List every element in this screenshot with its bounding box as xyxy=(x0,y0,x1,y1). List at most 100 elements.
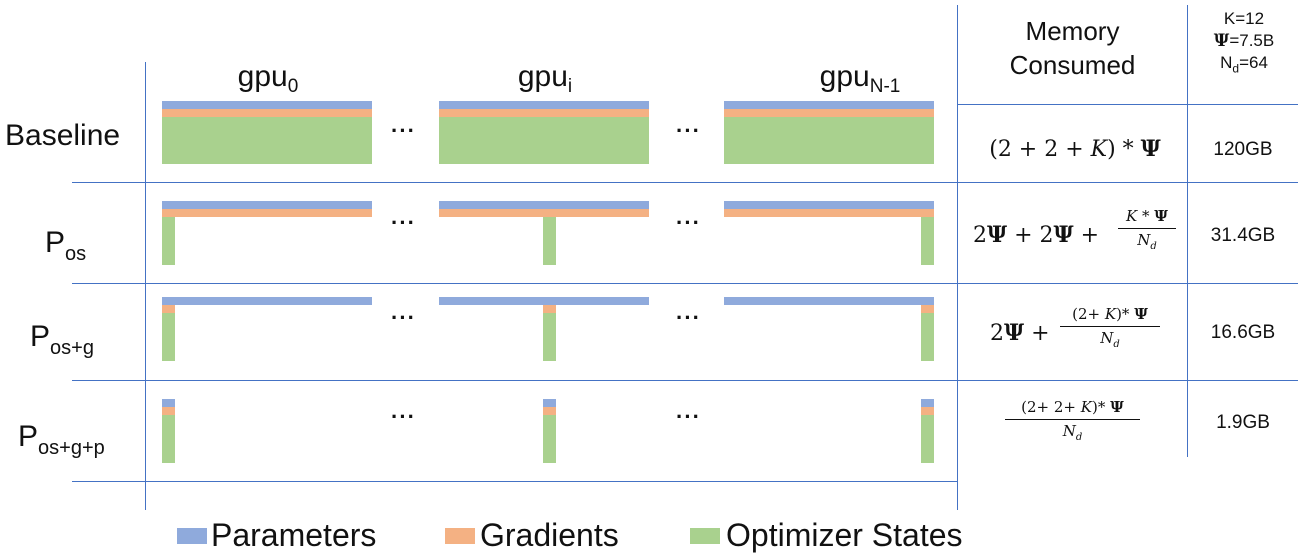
posg-gpun1-params xyxy=(724,297,934,305)
posg-gpui-optim xyxy=(543,313,556,361)
baseline-gpui-optim xyxy=(439,117,649,164)
gpu-label-n1-base: gpu xyxy=(819,60,870,93)
gpu-label-0: gpu0 xyxy=(218,60,318,97)
formula-posg-fraction-bar xyxy=(1060,326,1160,327)
row-label-posg-sub: os+g xyxy=(50,337,94,359)
ellipsis-baseline-1: ··· xyxy=(391,118,416,143)
gpu-label-n1: gpuN-1 xyxy=(790,60,930,97)
memory-consumed-header: Memory Consumed xyxy=(960,14,1185,82)
pos-gpui-optim xyxy=(543,217,556,265)
formula-posg-fraction: (2+ K)* Ψ Nd xyxy=(1060,305,1160,354)
left-divider xyxy=(145,62,146,510)
pos-gpu0-optim xyxy=(162,217,175,265)
param-psi-symbol: Ψ xyxy=(1213,31,1230,51)
baseline-gpui-params xyxy=(439,101,649,109)
baseline-gpu0-optim xyxy=(162,117,372,164)
legend-label-gradients: Gradients xyxy=(480,517,619,553)
total-posg: 16.6GB xyxy=(1210,322,1276,343)
row-divider-3 xyxy=(72,380,1298,381)
posg-gpui-params xyxy=(439,297,649,305)
posgp-gpui-optim xyxy=(543,415,556,463)
posgp-gpu0-params xyxy=(162,399,175,407)
posg-gpui-grads xyxy=(543,305,556,313)
legend-swatch-gradients xyxy=(445,528,475,544)
ellipsis-posg-1: ··· xyxy=(391,305,416,330)
formula-pos-prefix: 2Ψ + 2Ψ + xyxy=(973,222,1100,248)
baseline-gpun1-params xyxy=(724,101,934,109)
baseline-gpu0-params xyxy=(162,101,372,109)
legend-swatch-optimizer-states xyxy=(690,528,720,544)
row-label-posgp-sub: os+g+p xyxy=(38,437,105,459)
posgp-gpun1-grads xyxy=(921,407,934,415)
row-label-pos-base: P xyxy=(45,226,66,259)
pos-gpu0-params xyxy=(162,201,372,209)
formula-posgp-denominator: Nd xyxy=(1062,422,1083,443)
row-label-baseline: Baseline xyxy=(5,121,120,151)
posgp-gpu0-optim xyxy=(162,415,175,463)
parameters-header: K=12 Ψ=7.5B Nd=64 xyxy=(1190,8,1298,79)
formula-posgp-numerator: (2+ 2+ K)* Ψ xyxy=(1021,398,1124,416)
baseline-gpui-grads xyxy=(439,109,649,117)
row-divider-1 xyxy=(72,182,1298,183)
baseline-gpun1-grads xyxy=(724,109,934,117)
posgp-gpui-grads xyxy=(543,407,556,415)
row-divider-2 xyxy=(72,283,1298,284)
row-label-posg-base: P xyxy=(30,320,51,353)
ellipsis-posgp-1: ··· xyxy=(391,404,416,429)
pos-gpu0-grads xyxy=(162,209,372,217)
row-label-posgp-base: P xyxy=(18,420,39,453)
posg-gpu0-grads xyxy=(162,305,175,313)
formula-posg-denominator: Nd xyxy=(1100,329,1120,350)
posg-gpun1-optim xyxy=(921,313,934,361)
gpu-label-0-base: gpu xyxy=(237,60,288,93)
param-psi: Ψ=7.5B xyxy=(1190,30,1298,52)
formula-pos-fraction-bar xyxy=(1118,228,1176,229)
formula-pos-denominator: Nd xyxy=(1137,231,1157,252)
pos-gpui-grads xyxy=(439,209,649,217)
total-baseline: 120GB xyxy=(1213,139,1273,160)
pos-gpun1-optim xyxy=(921,217,934,265)
gpu-label-i-base: gpu xyxy=(517,60,568,93)
row-label-pos: Pos xyxy=(45,226,87,265)
posg-gpu0-params xyxy=(162,297,372,305)
posgp-gpui-params xyxy=(543,399,556,407)
pos-gpun1-params xyxy=(724,201,934,209)
gpu-label-i: gpui xyxy=(495,60,595,97)
total-pos: 31.4GB xyxy=(1210,225,1276,246)
posg-gpun1-grads xyxy=(921,305,934,313)
formula-posg-numerator: (2+ K)* Ψ xyxy=(1072,305,1148,323)
posgp-gpun1-params xyxy=(921,399,934,407)
gpu-label-i-sub: i xyxy=(567,76,573,97)
param-nd-value: =64 xyxy=(1239,53,1268,72)
memory-divider xyxy=(957,5,958,510)
ellipsis-posgp-2: ··· xyxy=(676,404,701,429)
row-label-baseline-text: Baseline xyxy=(5,119,121,152)
formula-posg-prefix: 2Ψ + xyxy=(990,320,1050,346)
formula-pos-numerator: K * Ψ xyxy=(1126,207,1168,225)
ellipsis-pos-1: ··· xyxy=(391,210,416,235)
memory-header-line1: Memory xyxy=(1025,16,1120,46)
posg-gpu0-optim xyxy=(162,313,175,361)
params-divider xyxy=(1187,5,1188,457)
formula-baseline: (2 + 2 + K) * Ψ xyxy=(989,136,1161,162)
gpu-label-0-sub: 0 xyxy=(287,76,299,97)
total-posgp: 1.9GB xyxy=(1216,412,1270,433)
memory-header-line2: Consumed xyxy=(1009,50,1136,80)
param-k: K=12 xyxy=(1223,9,1265,28)
param-nd-base: N xyxy=(1220,53,1233,72)
pos-gpun1-grads xyxy=(724,209,934,217)
ellipsis-posg-2: ··· xyxy=(676,305,701,330)
ellipsis-baseline-2: ··· xyxy=(676,118,701,143)
row-label-pos-sub: os xyxy=(65,243,87,265)
row-label-posgp: Pos+g+p xyxy=(18,420,105,459)
row-label-posg: Pos+g xyxy=(30,320,94,359)
baseline-gpun1-optim xyxy=(724,117,934,164)
posgp-gpun1-optim xyxy=(921,415,934,463)
legend-swatch-parameters xyxy=(177,528,207,544)
row-divider-4 xyxy=(72,481,957,482)
formula-posgp-fraction: (2+ 2+ K)* Ψ Nd xyxy=(1005,398,1140,447)
baseline-gpu0-grads xyxy=(162,109,372,117)
ellipsis-pos-2: ··· xyxy=(676,210,701,235)
formula-posgp-fraction-bar xyxy=(1005,419,1140,420)
legend-label-optimizer-states: Optimizer States xyxy=(726,517,963,553)
